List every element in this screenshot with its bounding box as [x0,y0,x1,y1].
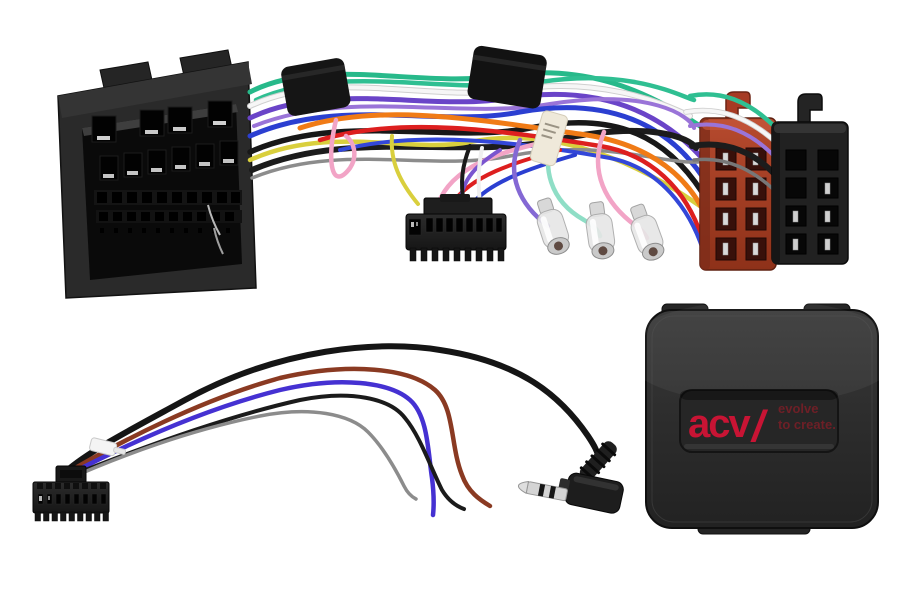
feeder-yellow [389,134,420,206]
wire-jack-cable [67,343,602,471]
box-logo-recess [679,389,839,453]
jack-plug-35mm [517,441,624,514]
head-unit-plug [405,194,507,262]
wire-red [317,124,705,241]
plug-pin-slots [37,493,107,505]
plug-comb-teeth [34,511,109,522]
jack-strain-relief [579,441,617,481]
patch-lead-wires [64,343,602,518]
plug-body [32,481,110,514]
bullet-terminal [630,203,665,261]
plug-top-notches [37,483,106,489]
jack-tip [517,480,568,502]
patch-lead-plug [32,465,110,522]
tape-wrap [281,58,351,116]
bullet-terminals [536,197,665,261]
wire-white [684,108,780,146]
bullet-terminal [536,197,570,255]
wire-green [687,92,779,131]
acv-interface-box: acv / evolve to create. [622,300,900,535]
sleeve-label [529,110,568,167]
quadlock-slot-row-1 [91,100,233,143]
cable-tie [89,437,127,457]
acv-tagline-line2: to create. [778,417,836,432]
tape-wrap [467,45,547,109]
wire-pink-loop [328,117,357,179]
plug-comb-teeth [409,247,505,262]
wire-lavender [688,122,780,162]
wire-black [66,393,466,511]
acv-tagline-line1: evolve [778,401,818,416]
wire-blue-2 [338,137,705,252]
plug-pin-slots [425,217,503,233]
quadlock-top-face [58,62,252,118]
quadlock-slot-row-2 [99,140,239,181]
bullet-terminal [585,201,616,260]
quadlock-terminal-grid [94,190,242,233]
acv-logo-text: acv [688,402,751,446]
wire-gray [64,409,418,501]
wire-blue [67,380,436,518]
wire-brown [69,366,493,509]
iso-black-pin-cavities [785,149,839,255]
bent-pin [207,204,221,236]
quadlock-connector [57,49,257,299]
bent-pin [213,227,224,255]
plug-top-tab [440,194,470,202]
iso-connector-black [771,93,849,265]
